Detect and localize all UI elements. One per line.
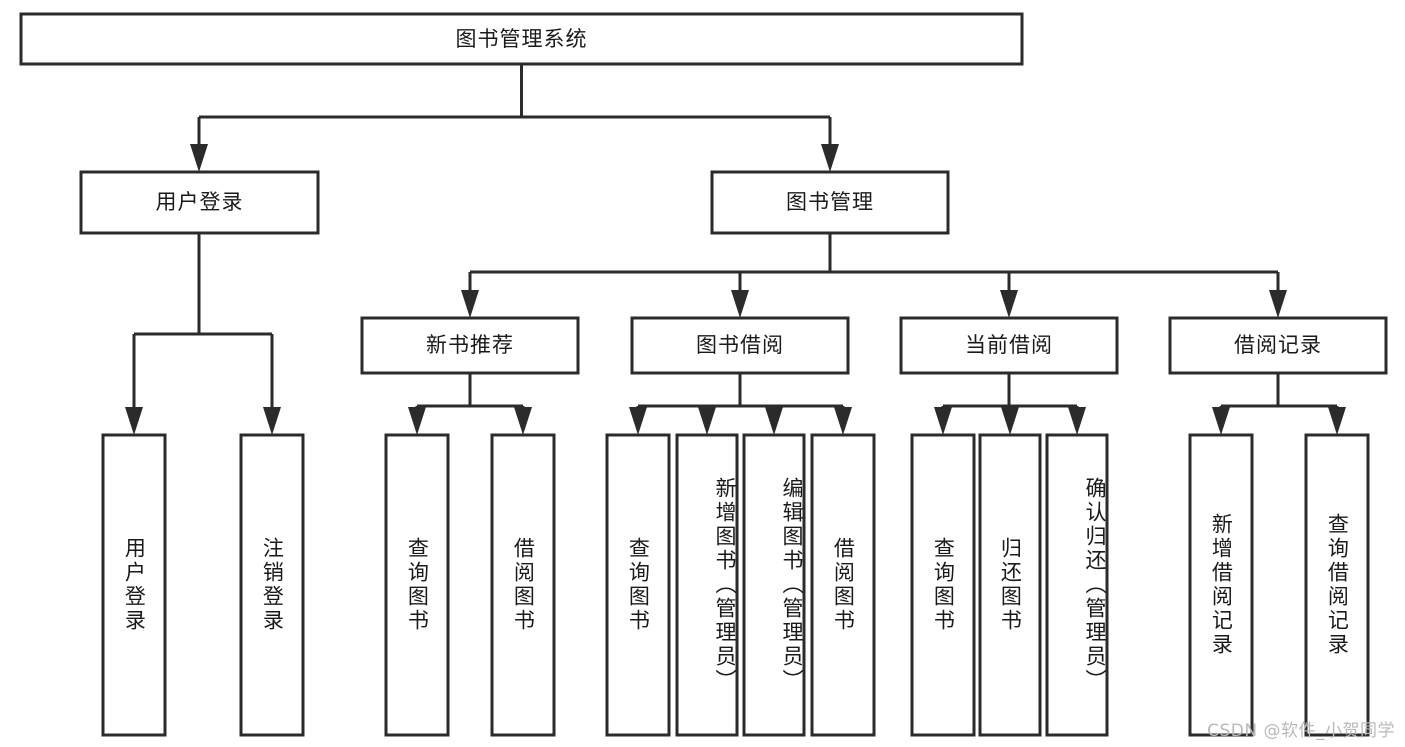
arrow-to-leaf-add-borrow-record	[1212, 407, 1230, 435]
node-leaf-add-borrow-record-box[interactable]	[1188, 433, 1254, 737]
arrow-to-leaf-query-borrow-record	[1328, 407, 1346, 435]
node-leaf-query-book-2-box[interactable]	[605, 433, 671, 737]
node-leaf-query-book-3-box[interactable]	[910, 433, 976, 737]
arrow-to-leaf-edit-book	[765, 407, 783, 435]
node-current-borrow-label: 当前借阅	[965, 333, 1053, 357]
arrow-to-leaf-borrow-book-1	[514, 407, 532, 435]
node-new-book-recommend-box[interactable]	[360, 316, 580, 375]
node-leaf-borrow-book-1-box[interactable]	[490, 433, 556, 737]
node-leaf-confirm-return-box[interactable]	[1045, 433, 1109, 737]
node-book-management-box[interactable]	[710, 170, 950, 235]
arrow-to-current-borrow	[1000, 290, 1018, 318]
arrow-to-leaf-return-book	[1001, 407, 1019, 435]
arrow-to-leaf-borrow-book-2	[834, 407, 852, 435]
node-leaf-return-book-box[interactable]	[978, 433, 1042, 737]
arrow-to-leaf-add-book	[698, 407, 716, 435]
arrow-to-user-login	[190, 144, 208, 172]
node-layer: 图书管理系统 用户登录 图书管理 新书推荐 图书借阅 当前借阅 借阅记录	[19, 12, 1388, 737]
node-user-login-box[interactable]	[79, 170, 320, 235]
arrow-to-leaf-query-book-3	[934, 407, 952, 435]
arrow-to-leaf-query-book-1	[408, 407, 426, 435]
node-book-borrow-label: 图书借阅	[696, 333, 784, 357]
arrow-to-leaf-query-book-2	[629, 407, 647, 435]
arrow-to-borrow-record	[1269, 290, 1287, 318]
node-leaf-borrow-book-2-box[interactable]	[810, 433, 876, 737]
arrow-to-new-book-recommend	[461, 290, 479, 318]
node-leaf-user-login-box[interactable]	[101, 433, 167, 737]
csdn-watermark: CSDN @软件_小贺同学	[1207, 721, 1395, 741]
node-book-management-label: 图书管理	[786, 190, 874, 214]
node-leaf-edit-book-box[interactable]	[742, 433, 806, 737]
node-root-label: 图书管理系统	[456, 27, 588, 51]
arrow-to-leaf-confirm-return	[1068, 407, 1086, 435]
arrow-to-leaf-logout-login	[263, 407, 281, 435]
node-leaf-query-book-1-box[interactable]	[384, 433, 450, 737]
arrow-to-book-management	[821, 144, 839, 172]
node-new-book-recommend-label: 新书推荐	[426, 333, 514, 357]
connector-layer	[125, 64, 1346, 435]
node-borrow-record-box[interactable]	[1168, 316, 1388, 375]
node-user-login-label: 用户登录	[156, 190, 244, 214]
node-book-borrow-box[interactable]	[630, 316, 850, 375]
node-leaf-logout-login-box[interactable]	[239, 433, 305, 737]
node-leaf-query-borrow-record-box[interactable]	[1304, 433, 1370, 737]
node-borrow-record-label: 借阅记录	[1234, 333, 1322, 357]
arrow-to-book-borrow	[731, 290, 749, 318]
arrow-to-leaf-user-login	[125, 407, 143, 435]
node-leaf-add-book-box[interactable]	[675, 433, 739, 737]
node-current-borrow-box[interactable]	[899, 316, 1119, 375]
node-root-box[interactable]	[19, 12, 1024, 66]
